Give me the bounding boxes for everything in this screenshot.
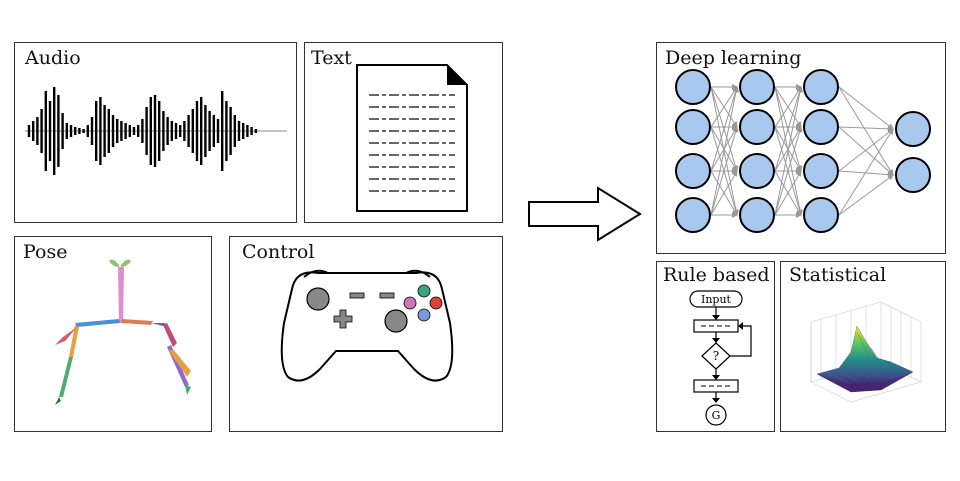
arrow-right-icon xyxy=(528,186,642,242)
nn-edge xyxy=(774,86,802,128)
pose-label: Pose xyxy=(23,241,68,263)
nn-edge xyxy=(710,126,739,216)
audio-label: Audio xyxy=(25,47,81,69)
nn-edge xyxy=(774,86,803,216)
nn-edge xyxy=(710,86,739,216)
text-label: Text xyxy=(311,47,352,69)
surface-plot xyxy=(810,301,922,403)
nn-node xyxy=(739,153,775,189)
rule-based-label: Rule based xyxy=(663,264,770,286)
nn-edge xyxy=(774,170,802,216)
nn-edge xyxy=(710,86,738,128)
nn-node xyxy=(675,109,711,145)
statistical-label: Statistical xyxy=(789,264,887,286)
nn-node xyxy=(803,153,839,189)
text-panel: Text xyxy=(304,42,503,223)
flowchart-goal-text: G xyxy=(712,409,721,422)
nn-node xyxy=(675,69,711,105)
nn-node xyxy=(803,109,839,145)
audio-panel: Audio xyxy=(14,42,297,223)
nn-edge xyxy=(838,126,894,176)
document-icon xyxy=(356,64,468,212)
nn-node xyxy=(739,197,775,233)
nn-node xyxy=(803,197,839,233)
nn-edge xyxy=(838,86,894,176)
control-label: Control xyxy=(242,241,315,263)
nn-node xyxy=(895,111,931,147)
flowchart-decision-text: ? xyxy=(713,349,719,363)
nn-edge xyxy=(838,170,894,178)
pose-panel: Pose xyxy=(14,236,212,432)
nn-edge xyxy=(710,86,739,172)
deep-learning-label: Deep learning xyxy=(665,47,802,69)
nn-edge xyxy=(838,128,894,216)
nn-edge xyxy=(838,174,894,216)
nn-edge xyxy=(710,170,738,216)
nn-edge xyxy=(774,126,803,216)
nn-node xyxy=(739,69,775,105)
nn-node xyxy=(895,157,931,193)
nn-node xyxy=(675,153,711,189)
flowchart-diagram: Input ? G xyxy=(689,290,752,426)
nn-edge xyxy=(774,86,803,172)
statistical-panel: Statistical xyxy=(780,261,946,432)
nn-edge xyxy=(838,125,894,132)
nn-node xyxy=(739,109,775,145)
control-panel: Control xyxy=(229,236,503,432)
nn-edge xyxy=(838,86,894,130)
nn-edge xyxy=(838,128,894,172)
nn-node xyxy=(675,197,711,233)
flowchart-input-text: Input xyxy=(701,293,732,306)
gamepad-icon xyxy=(280,269,454,382)
rule-based-panel: Rule based Input ? G xyxy=(656,261,775,432)
audio-waveform xyxy=(25,87,287,175)
nn-node xyxy=(803,69,839,105)
deep-learning-panel: Deep learning xyxy=(656,42,946,254)
neural-network-diagram xyxy=(675,69,931,233)
pose-skeleton xyxy=(55,259,191,405)
